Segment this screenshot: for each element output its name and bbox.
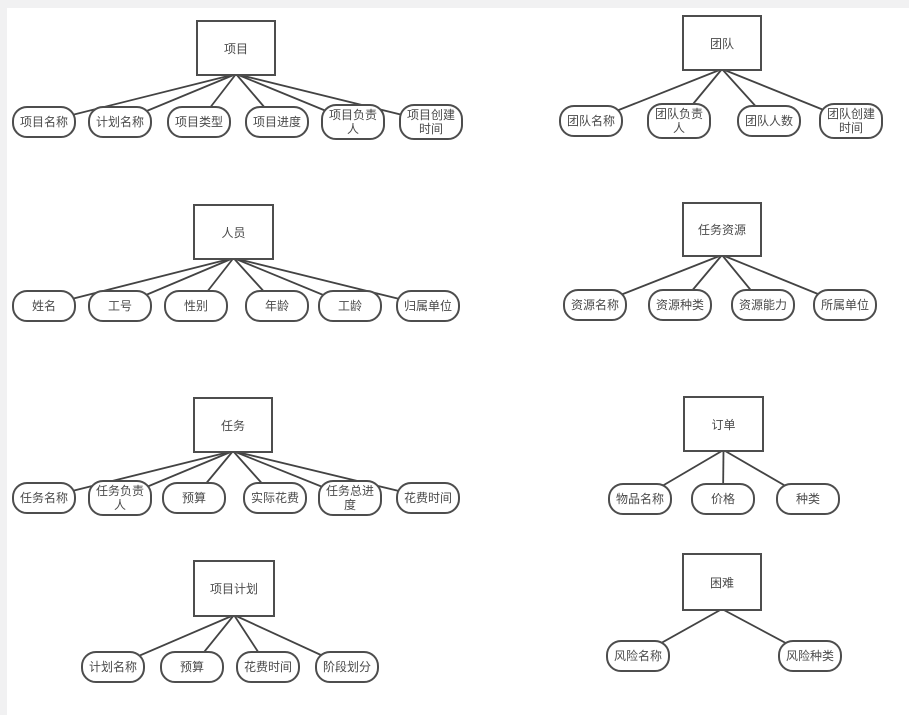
attribute-pill[interactable]: 归属单位 bbox=[396, 290, 460, 322]
entity-box-task[interactable]: 任务 bbox=[193, 397, 273, 453]
connector-line bbox=[43, 257, 234, 307]
attribute-pill[interactable]: 任务负责人 bbox=[88, 480, 152, 516]
attribute-pill[interactable]: 风险名称 bbox=[606, 640, 670, 672]
attribute-pill[interactable]: 风险种类 bbox=[778, 640, 842, 672]
entity-box-task-resource[interactable]: 任务资源 bbox=[682, 202, 762, 257]
attribute-pill[interactable]: 项目进度 bbox=[245, 106, 309, 138]
attribute-pill[interactable]: 团队人数 bbox=[737, 105, 801, 137]
attribute-pill[interactable]: 项目创建时间 bbox=[399, 104, 463, 140]
attribute-pill[interactable]: 资源种类 bbox=[648, 289, 712, 321]
attribute-pill[interactable]: 花费时间 bbox=[236, 651, 300, 683]
attribute-pill[interactable]: 工龄 bbox=[318, 290, 382, 322]
attribute-pill[interactable]: 团队负责人 bbox=[647, 103, 711, 139]
attribute-pill[interactable]: 资源能力 bbox=[731, 289, 795, 321]
attribute-pill[interactable]: 任务名称 bbox=[12, 482, 76, 514]
attribute-pill[interactable]: 团队创建时间 bbox=[819, 103, 883, 139]
attribute-pill[interactable]: 项目名称 bbox=[12, 106, 76, 138]
attribute-pill[interactable]: 价格 bbox=[691, 483, 755, 515]
attribute-pill[interactable]: 年龄 bbox=[245, 290, 309, 322]
attribute-pill[interactable]: 实际花费 bbox=[243, 482, 307, 514]
attribute-pill[interactable]: 花费时间 bbox=[396, 482, 460, 514]
attribute-pill[interactable]: 任务总进度 bbox=[318, 480, 382, 516]
connector-line bbox=[232, 450, 429, 499]
entity-box-personnel[interactable]: 人员 bbox=[193, 204, 274, 260]
attribute-pill[interactable]: 工号 bbox=[88, 290, 152, 322]
entity-box-difficulty[interactable]: 困难 bbox=[682, 553, 762, 611]
entity-box-team[interactable]: 团队 bbox=[682, 15, 762, 71]
entity-box-order[interactable]: 订单 bbox=[683, 396, 764, 452]
attribute-pill[interactable]: 预算 bbox=[162, 482, 226, 514]
entity-box-project[interactable]: 项目 bbox=[196, 20, 276, 76]
attribute-pill[interactable]: 所属单位 bbox=[813, 289, 877, 321]
attribute-pill[interactable]: 项目类型 bbox=[167, 106, 231, 138]
entity-box-project-plan[interactable]: 项目计划 bbox=[193, 560, 275, 617]
attribute-pill[interactable]: 预算 bbox=[160, 651, 224, 683]
attribute-pill[interactable]: 姓名 bbox=[12, 290, 76, 322]
attribute-pill[interactable]: 性别 bbox=[164, 290, 228, 322]
attribute-pill[interactable]: 种类 bbox=[776, 483, 840, 515]
attribute-pill[interactable]: 资源名称 bbox=[563, 289, 627, 321]
canvas-margin-left bbox=[0, 0, 7, 715]
attribute-pill[interactable]: 项目负责人 bbox=[321, 104, 385, 140]
connector-line bbox=[235, 73, 432, 123]
attribute-pill[interactable]: 计划名称 bbox=[88, 106, 152, 138]
attribute-pill[interactable]: 阶段划分 bbox=[315, 651, 379, 683]
attribute-pill[interactable]: 物品名称 bbox=[608, 483, 672, 515]
attribute-pill[interactable]: 团队名称 bbox=[559, 105, 623, 137]
canvas-margin-top bbox=[0, 0, 909, 8]
connector-line bbox=[233, 257, 429, 307]
connector-line bbox=[43, 73, 237, 123]
attribute-pill[interactable]: 计划名称 bbox=[81, 651, 145, 683]
connector-line bbox=[43, 450, 234, 499]
